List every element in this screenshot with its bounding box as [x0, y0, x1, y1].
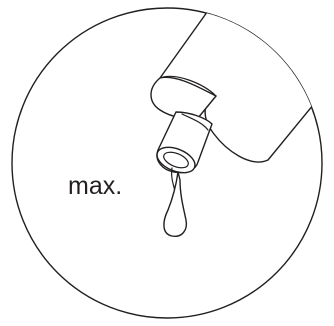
max-label: max.	[68, 172, 122, 200]
